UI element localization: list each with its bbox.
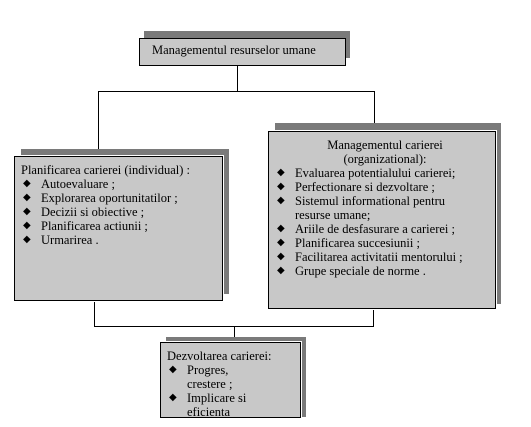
diamond-bullet-icon: ◆ [23,206,31,217]
item-list: ◆Progres, crestere ; ◆Implicare si efici… [167,363,300,419]
connector-bottom-vertical [234,326,235,342]
box-title-line2: (organizational): [343,152,427,166]
list-item: ◆Planificarea actiunii ; [23,219,148,233]
list-item: ◆Explorarea oportunitatilor ; [23,191,178,205]
diamond-bullet-icon: ◆ [277,195,285,206]
connector-top-horizontal [98,91,375,92]
diamond-bullet-icon: ◆ [23,178,31,189]
item-list: ◆Autoevaluare ; ◆Explorarea oportunitati… [21,177,222,247]
diamond-bullet-icon: ◆ [23,234,31,245]
connector-top-right-drop [374,91,375,126]
box-title-line1: Managementul carierei [327,138,443,152]
box-dezvoltarea-carierei: Dezvoltarea carierei: ◆Progres, crestere… [159,341,302,419]
list-item: ◆Planificarea succesiunii ; [277,236,420,250]
item-list: ◆Evaluarea potentialului carierei; ◆Perf… [275,166,495,278]
list-item: ◆Autoevaluare ; [23,177,115,191]
list-item: ◆Ariile de desfasurare a carierei ; [277,222,455,236]
connector-left-bottom-drop [94,300,95,327]
list-item: ◆Facilitarea activitatii mentorului ; [277,250,463,264]
list-item: ◆Progres, crestere ; [169,363,233,391]
connector-top-vertical [237,65,238,92]
list-item: ◆Urmarirea . [23,233,99,247]
box-managementul-resurselor-umane: Managementul resurselor umane [139,38,346,66]
diamond-bullet-icon: ◆ [23,192,31,203]
diamond-bullet-icon: ◆ [277,237,285,248]
diamond-bullet-icon: ◆ [277,223,285,234]
list-item: ◆Implicare si eficienta [169,391,247,419]
diamond-bullet-icon: ◆ [23,220,31,231]
box-title: Managementul resurselor umane [152,43,316,57]
list-item: ◆Perfectionare si dezvoltare ; [277,180,435,194]
list-item: ◆Decizii si obiective ; [23,205,145,219]
connector-right-bottom-drop [373,308,374,327]
box-title: Planificarea carierei (individual) : [21,163,191,177]
diamond-bullet-icon: ◆ [277,265,285,276]
diamond-bullet-icon: ◆ [277,251,285,262]
diamond-bullet-icon: ◆ [277,181,285,192]
list-item: ◆Grupe speciale de norme . [277,264,426,278]
diamond-bullet-icon: ◆ [169,392,177,403]
list-item: ◆Evaluarea potentialului carierei; [277,166,456,180]
box-planificarea-carierei: Planificarea carierei (individual) : ◆Au… [13,155,224,302]
connector-top-left-drop [98,91,99,157]
box-managementul-carierei: Managementul carierei (organizational): … [267,130,497,310]
diamond-bullet-icon: ◆ [277,167,285,178]
box-title: Dezvoltarea carierei: [167,349,272,363]
list-item: ◆Sistemul informational pentru resurse u… [277,194,445,222]
diamond-bullet-icon: ◆ [169,364,177,375]
